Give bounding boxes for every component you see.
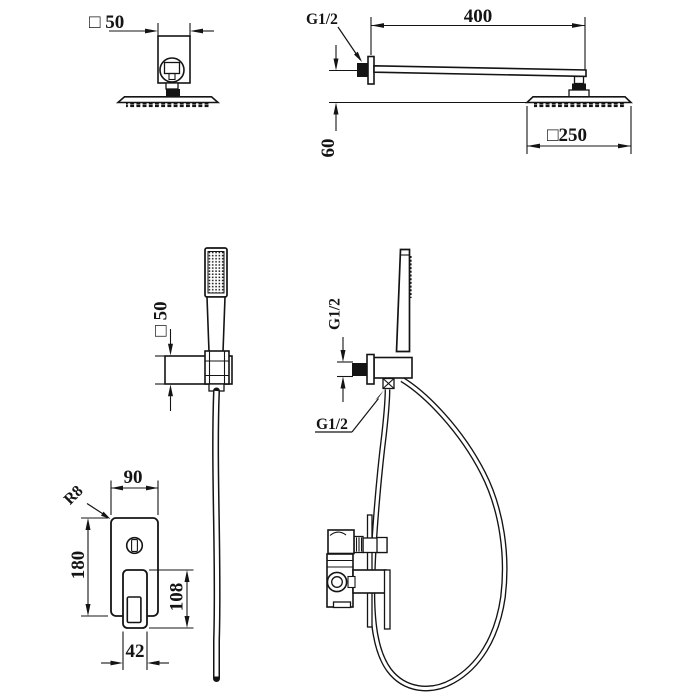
dim-arm-drop: 60 (318, 139, 339, 158)
shower-head-plate (115, 96, 221, 104)
spray-face (207, 251, 225, 294)
leader-arrow (101, 511, 111, 519)
dim-arrow (340, 350, 346, 362)
dim-arrow (527, 143, 540, 149)
dim-arrow (333, 102, 339, 115)
mixer-valve-side-view (326, 514, 391, 630)
dim-handle-length: 108 (167, 583, 188, 612)
ball-joint (159, 57, 185, 83)
hand-shower-side-view: G1/2 G1/2 (315, 248, 508, 692)
overhead-shower-side-view: □ 50 (89, 12, 221, 108)
dim-handle-width: 42 (126, 641, 145, 662)
dim-arrow (371, 23, 384, 28)
dim-bracket-size: □ 50 (151, 301, 172, 336)
spray-nozzles (534, 102, 625, 108)
dim-valve-width: 90 (124, 467, 143, 488)
valve-knob (326, 571, 348, 593)
valve-cartridge (352, 569, 387, 594)
arm-thread-label: G1/2 (306, 11, 338, 28)
dim-arrow (168, 343, 173, 356)
dim-overhead-spout-width: □ 50 (89, 12, 124, 33)
dim-arrow (85, 604, 91, 616)
wall-supply-pipe (352, 363, 367, 376)
dim-arrow (572, 23, 585, 28)
dim-arrow (111, 485, 123, 491)
diverter-button (125, 536, 144, 555)
spray-nozzles (126, 102, 210, 108)
wall-connection (357, 63, 368, 77)
dim-arrow (340, 376, 346, 389)
dim-arm-length: 400 (464, 6, 493, 27)
shower-hose-loop (369, 377, 508, 692)
handle-cutout (126, 596, 142, 624)
leader-arrow (375, 390, 384, 400)
shower-arm (373, 64, 587, 78)
dim-arrow (184, 616, 190, 628)
shower-holder (204, 350, 230, 385)
dim-arrow (190, 28, 203, 34)
dim-arrow (147, 660, 160, 666)
mixer-valve-front-view: 90 R8 180 108 42 (61, 467, 194, 670)
outlet-thread-label: G1/2 (327, 298, 344, 330)
dim-arrow (145, 28, 158, 34)
dim-valve-height: 180 (68, 551, 89, 580)
hand-shower-wand (395, 248, 411, 353)
dim-arrow (146, 485, 158, 491)
hose-thread-label: G1/2 (316, 416, 348, 433)
dim-arrow (85, 518, 91, 530)
hand-shower-handle (206, 296, 226, 353)
rain-head-plate (524, 96, 634, 104)
leader-arrow (354, 51, 362, 62)
shower-arm-side-view: G1/2 400 60 □250 (306, 6, 634, 158)
dim-rainhead-width: □250 (547, 125, 587, 146)
wall-outlet-holder (373, 356, 413, 379)
hand-shower-front-view: □ 50 (151, 247, 233, 682)
dim-arrow (618, 143, 631, 149)
wall-flange (366, 353, 375, 385)
valve-corner-radius-label: R8 (61, 482, 87, 508)
dim-arrow (110, 660, 123, 666)
dim-arrow (184, 570, 190, 582)
dim-arrow (333, 58, 339, 71)
wall-flange (367, 55, 375, 85)
dim-arrow (168, 384, 173, 397)
valve-lever (383, 569, 391, 630)
